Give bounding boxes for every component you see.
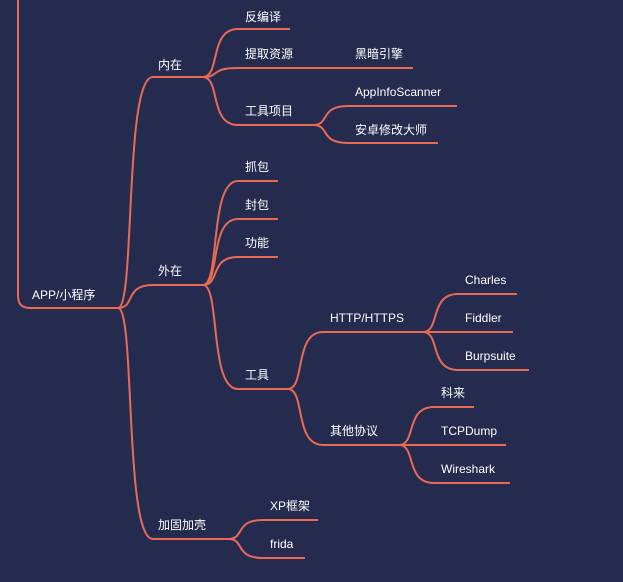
edge-external-function (202, 256, 278, 286)
edge-internal-tools (202, 76, 313, 126)
edge-other-wireshark (398, 444, 510, 484)
node-appinfoscanner[interactable]: AppInfoScanner (355, 85, 442, 99)
edge-internal-decompile (202, 28, 290, 78)
edge-hardening-xposed (227, 519, 318, 540)
node-charles[interactable]: Charles (465, 273, 507, 287)
node-frida[interactable]: frida (270, 537, 294, 551)
node-http-https[interactable]: HTTP/HTTPS (330, 311, 404, 325)
node-decompile[interactable]: 反编译 (245, 10, 282, 24)
node-extract-resources[interactable]: 提取资源 (245, 47, 294, 61)
edge-hardening-frida (227, 538, 305, 559)
node-android-mod-master[interactable]: 安卓修改大师 (355, 123, 428, 137)
node-tcpdump[interactable]: TCPDump (441, 424, 498, 438)
node-external[interactable]: 外在 (158, 264, 183, 278)
edge-internal-extract (202, 67, 313, 78)
node-packet-capture[interactable]: 抓包 (245, 160, 270, 174)
edge-tools-appinfo (312, 105, 457, 126)
node-hardening[interactable]: 加固加壳 (158, 518, 207, 532)
node-black-dark-engine[interactable]: 黑暗引擎 (355, 47, 404, 61)
edge-tools-http (287, 331, 423, 390)
edge-other-kelai (398, 406, 474, 446)
edge-external-replay (202, 218, 278, 286)
edge-root-hardening (117, 307, 228, 540)
edge-root-internal (117, 76, 203, 309)
node-internal[interactable]: 内在 (158, 58, 183, 72)
node-wireshark[interactable]: Wireshark (441, 462, 496, 476)
node-kelai[interactable]: 科来 (441, 386, 466, 400)
edge-root-trunk (17, 0, 118, 309)
node-function[interactable]: 功能 (245, 236, 270, 250)
node-other-protocols[interactable]: 其他协议 (330, 424, 379, 438)
edge-http-charles (422, 293, 517, 333)
edge-external-capture (202, 180, 278, 286)
edge-tools-other (287, 388, 399, 446)
edge-external-tools (202, 284, 288, 390)
node-tool-projects[interactable]: 工具项目 (245, 104, 294, 118)
edge-tools-modmaster (312, 124, 438, 144)
node-root[interactable]: APP/小程序 (32, 288, 96, 302)
node-xposed[interactable]: XP框架 (270, 499, 311, 513)
edge-root-external (117, 284, 203, 309)
edge-http-burp (422, 331, 529, 371)
node-external-tools[interactable]: 工具 (245, 368, 270, 382)
node-burpsuite[interactable]: Burpsuite (465, 349, 516, 363)
node-fiddler[interactable]: Fiddler (465, 311, 502, 325)
node-packet-replay[interactable]: 封包 (245, 198, 270, 212)
